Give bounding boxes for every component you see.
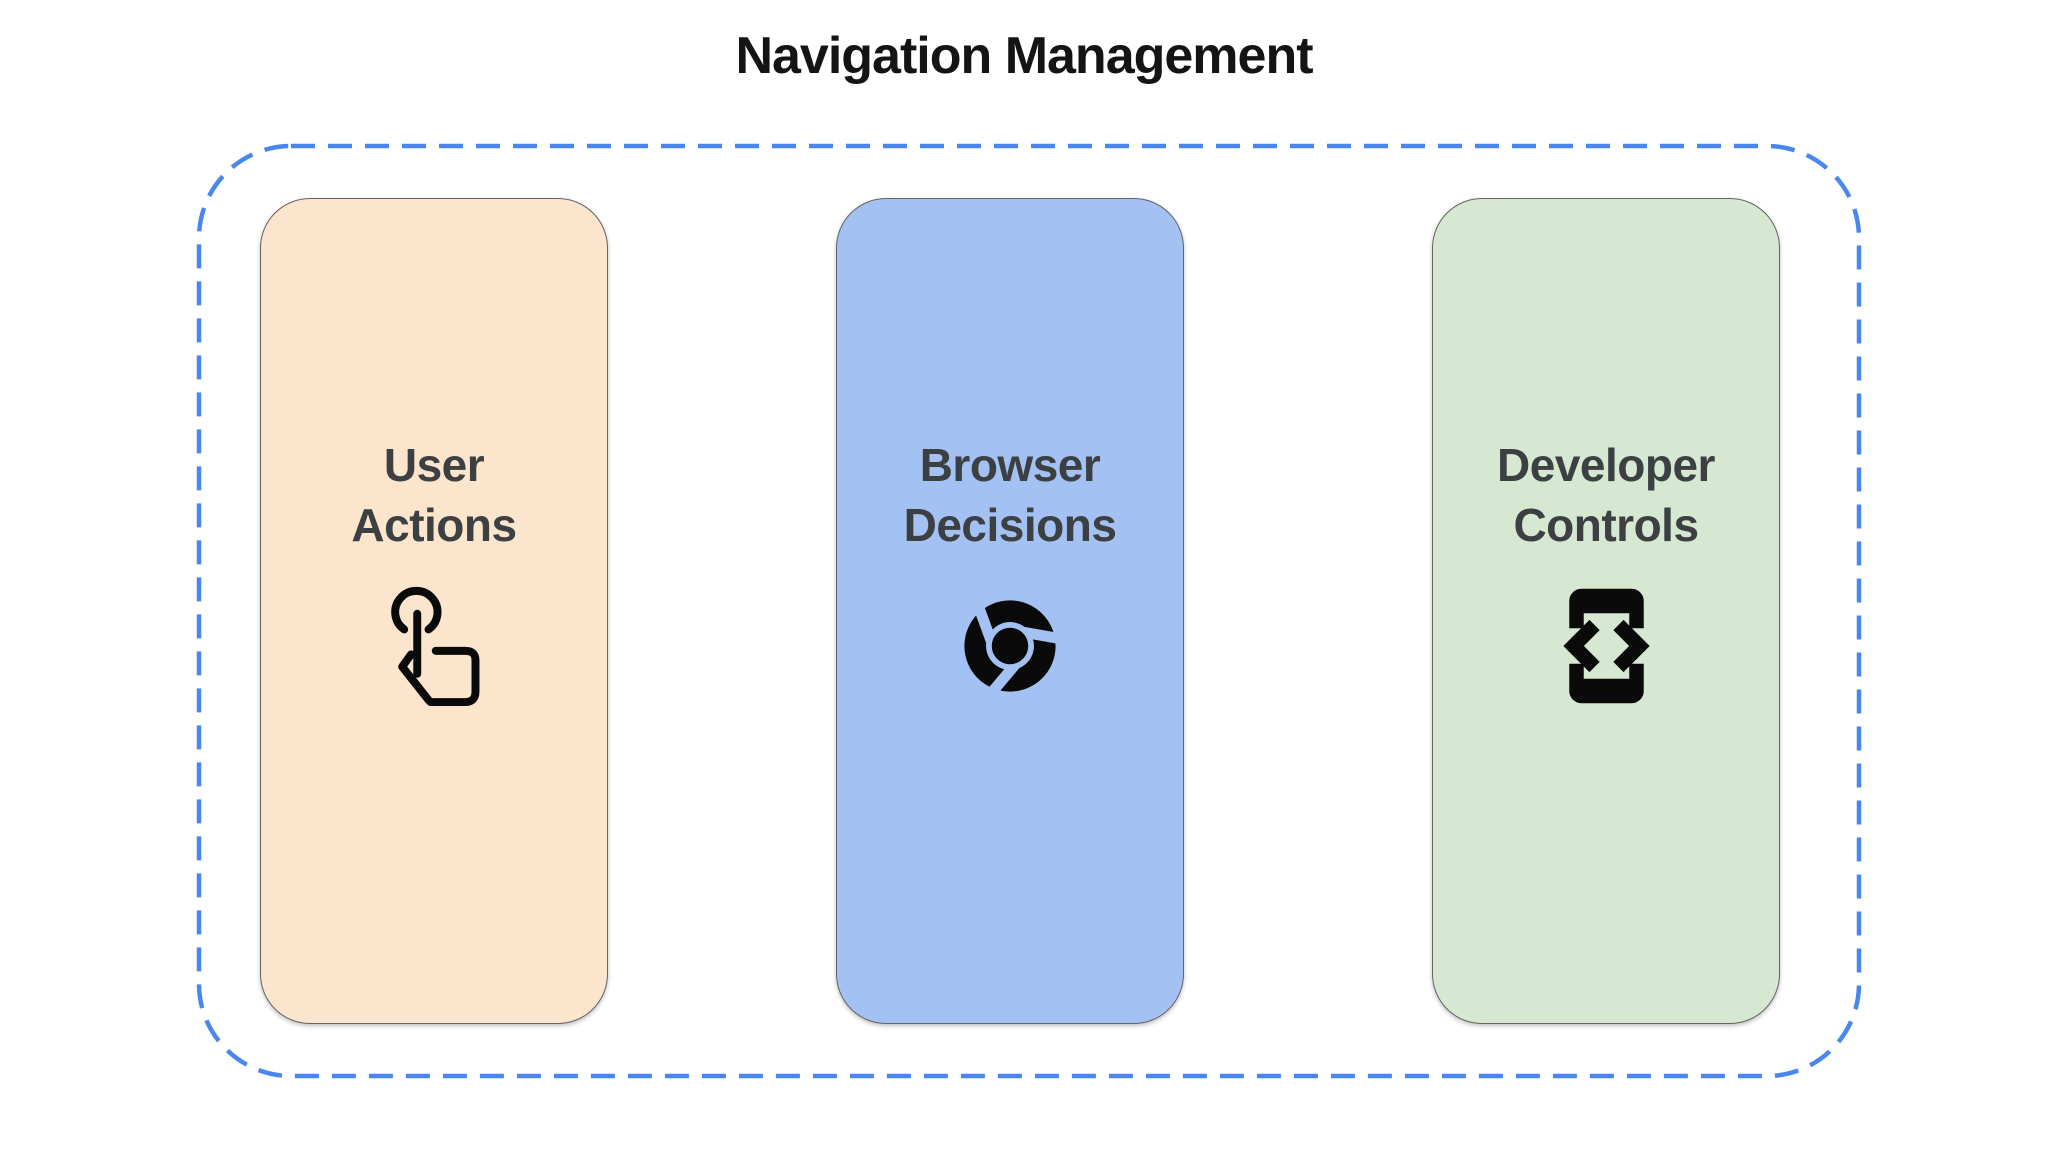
card-browser-decisions-label: Browser Decisions [903,439,1117,551]
card-developer-controls-label: Developer Controls [1497,439,1715,551]
page-title: Navigation Management [735,27,1313,85]
card-browser-decisions: Browser Decisions [836,198,1184,1024]
developer-mode-icon [1559,581,1654,711]
card-developer-controls: Developer Controls [1432,198,1780,1024]
card-user-actions: User Actions [260,198,608,1024]
card-user-actions-label: User Actions [351,439,517,551]
chrome-browser-icon [953,581,1067,711]
touch-gesture-icon [380,581,488,711]
